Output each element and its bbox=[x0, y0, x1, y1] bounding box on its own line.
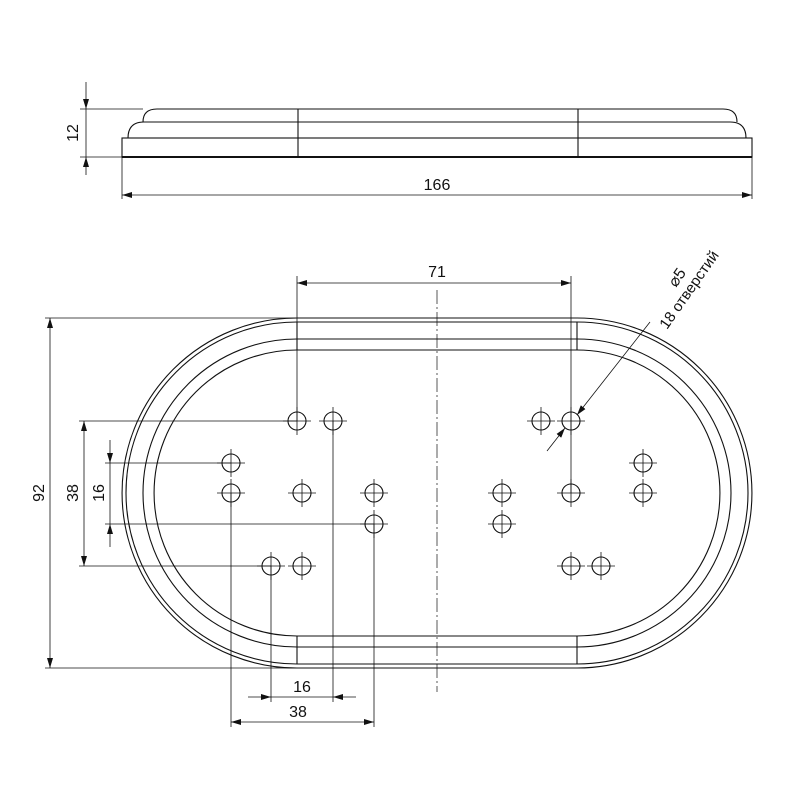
mounting-hole bbox=[629, 449, 657, 477]
dimension-label: 38 bbox=[289, 704, 307, 721]
dimension-label: 166 bbox=[424, 177, 451, 194]
mounting-hole bbox=[288, 479, 316, 507]
outline-ring bbox=[121, 317, 753, 669]
mounting-hole bbox=[288, 552, 316, 580]
dimension-38-horizontal: 38 bbox=[230, 493, 375, 727]
dimension-16-horizontal: 16 bbox=[248, 421, 356, 702]
hole-callout: ⌀5 18 отверстий bbox=[546, 248, 723, 452]
dimension-height-12: 12 bbox=[65, 82, 143, 175]
side-view bbox=[121, 108, 753, 158]
mounting-hole bbox=[488, 479, 516, 507]
dimension-label: 16 bbox=[91, 484, 108, 502]
mounting-hole bbox=[527, 407, 555, 435]
dimension-92: 92 bbox=[31, 317, 296, 669]
dimension-label: 12 bbox=[65, 124, 82, 142]
mounting-hole bbox=[488, 510, 516, 538]
dimension-71: 71 bbox=[296, 264, 572, 493]
hole-count-label: 18 отверстий bbox=[656, 248, 722, 333]
mounting-hole bbox=[587, 552, 615, 580]
dimension-width-166: 166 bbox=[121, 157, 753, 199]
mounting-hole bbox=[557, 552, 585, 580]
mounting-hole bbox=[360, 479, 388, 507]
dimension-label: 71 bbox=[428, 264, 446, 281]
mounting-hole bbox=[629, 479, 657, 507]
dimension-38-vertical: 38 bbox=[65, 420, 297, 567]
dimension-16-vertical: 16 bbox=[91, 440, 374, 547]
dimension-label: 16 bbox=[293, 679, 311, 696]
dimension-label: 38 bbox=[65, 484, 82, 502]
dimension-label: 92 bbox=[31, 484, 48, 502]
